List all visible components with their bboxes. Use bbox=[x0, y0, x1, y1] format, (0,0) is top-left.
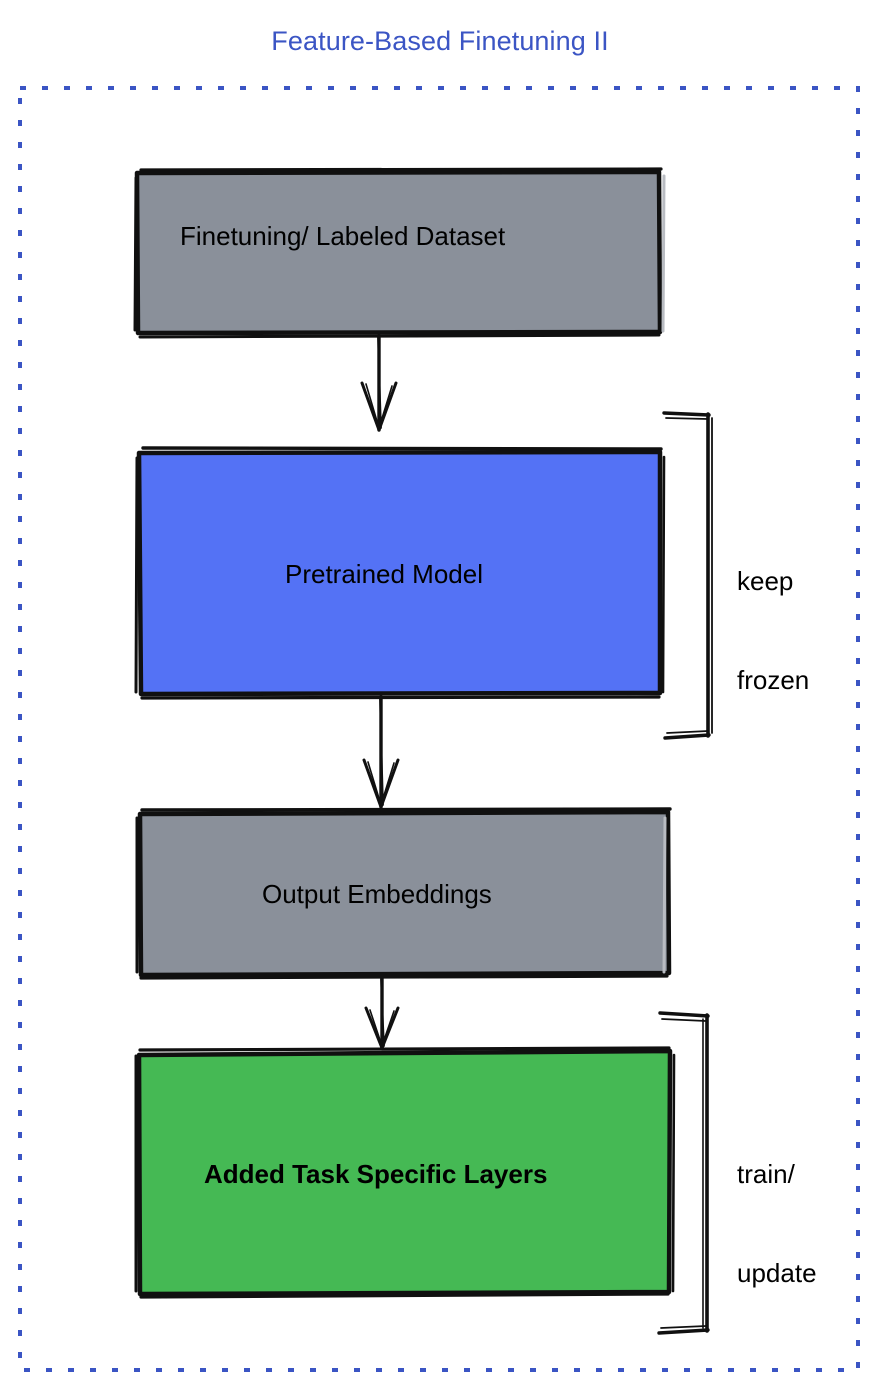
node-task-layers-shape bbox=[136, 1048, 673, 1297]
node-task-sketch-right bbox=[671, 1053, 676, 1293]
node-output-embeddings-shape bbox=[137, 809, 672, 978]
node-dataset-sketch-bottom bbox=[138, 333, 661, 339]
bracket-arm-top-sketch bbox=[665, 417, 709, 420]
node-emb-sketch-bottom bbox=[139, 974, 669, 980]
page-title: Feature-Based Finetuning II bbox=[271, 26, 609, 56]
node-dataset-sketch-right bbox=[661, 174, 666, 333]
bracket-keep-frozen-label-line1: keep bbox=[737, 565, 794, 596]
node-model-sketch-right bbox=[661, 455, 666, 694]
dashed-frame bbox=[18, 86, 860, 1372]
node-dataset-shape bbox=[134, 169, 663, 336]
arrow-shaft-sketch bbox=[379, 698, 384, 806]
node-task-sketch-bottom bbox=[139, 1292, 670, 1299]
arrow-head-sketch bbox=[365, 383, 393, 429]
arrow-dataset-to-model bbox=[360, 334, 398, 432]
bracket-train-update-label: train/ update bbox=[737, 1091, 817, 1357]
bracket-arm-bottom-sketch bbox=[666, 730, 709, 734]
arrow-embeddings-to-layers bbox=[364, 975, 400, 1050]
bracket-keep-frozen bbox=[662, 411, 713, 740]
arrow-model-to-embeddings bbox=[362, 695, 400, 809]
bracket-train-update bbox=[657, 1011, 710, 1335]
node-model-sketch-top bbox=[141, 446, 663, 451]
bracket-arm-top-sketch bbox=[661, 1018, 707, 1022]
bracket-train-update-label-line1: train/ bbox=[737, 1158, 795, 1189]
bracket-arm-top bbox=[658, 1011, 710, 1018]
node-task-sketch-top bbox=[138, 1046, 671, 1052]
bracket-arm-bottom-sketch bbox=[660, 1325, 707, 1329]
node-task-layers[interactable] bbox=[134, 1046, 676, 1299]
arrow-shaft-sketch bbox=[377, 336, 382, 429]
arrow-shaft-sketch bbox=[380, 978, 385, 1047]
arrow-head bbox=[364, 1006, 400, 1050]
arrow-head-sketch bbox=[369, 1009, 395, 1047]
bracket-train-update-label-line2: update bbox=[737, 1258, 817, 1289]
arrow-head bbox=[360, 381, 398, 432]
node-pretrained-model[interactable] bbox=[134, 446, 666, 700]
node-output-embeddings[interactable] bbox=[135, 807, 672, 980]
node-dataset[interactable] bbox=[133, 167, 666, 339]
node-emb-sketch-top bbox=[140, 807, 672, 812]
bracket-arm-bottom bbox=[663, 733, 711, 740]
node-model-sketch-bottom bbox=[140, 695, 661, 700]
node-dataset-sketch-left bbox=[133, 176, 138, 332]
arrow-head bbox=[362, 758, 400, 809]
bracket-arm-bottom bbox=[657, 1328, 710, 1335]
bracket-keep-frozen-label: keep frozen bbox=[737, 498, 809, 764]
node-model-sketch-left bbox=[134, 456, 139, 694]
node-pretrained-model-shape bbox=[136, 449, 663, 697]
bracket-keep-frozen-label-line2: frozen bbox=[737, 665, 810, 696]
node-emb-sketch-right bbox=[662, 816, 667, 974]
node-dataset-sketch-top bbox=[139, 167, 663, 172]
arrow-head-sketch bbox=[367, 761, 395, 806]
bracket-arm-top bbox=[662, 411, 711, 417]
